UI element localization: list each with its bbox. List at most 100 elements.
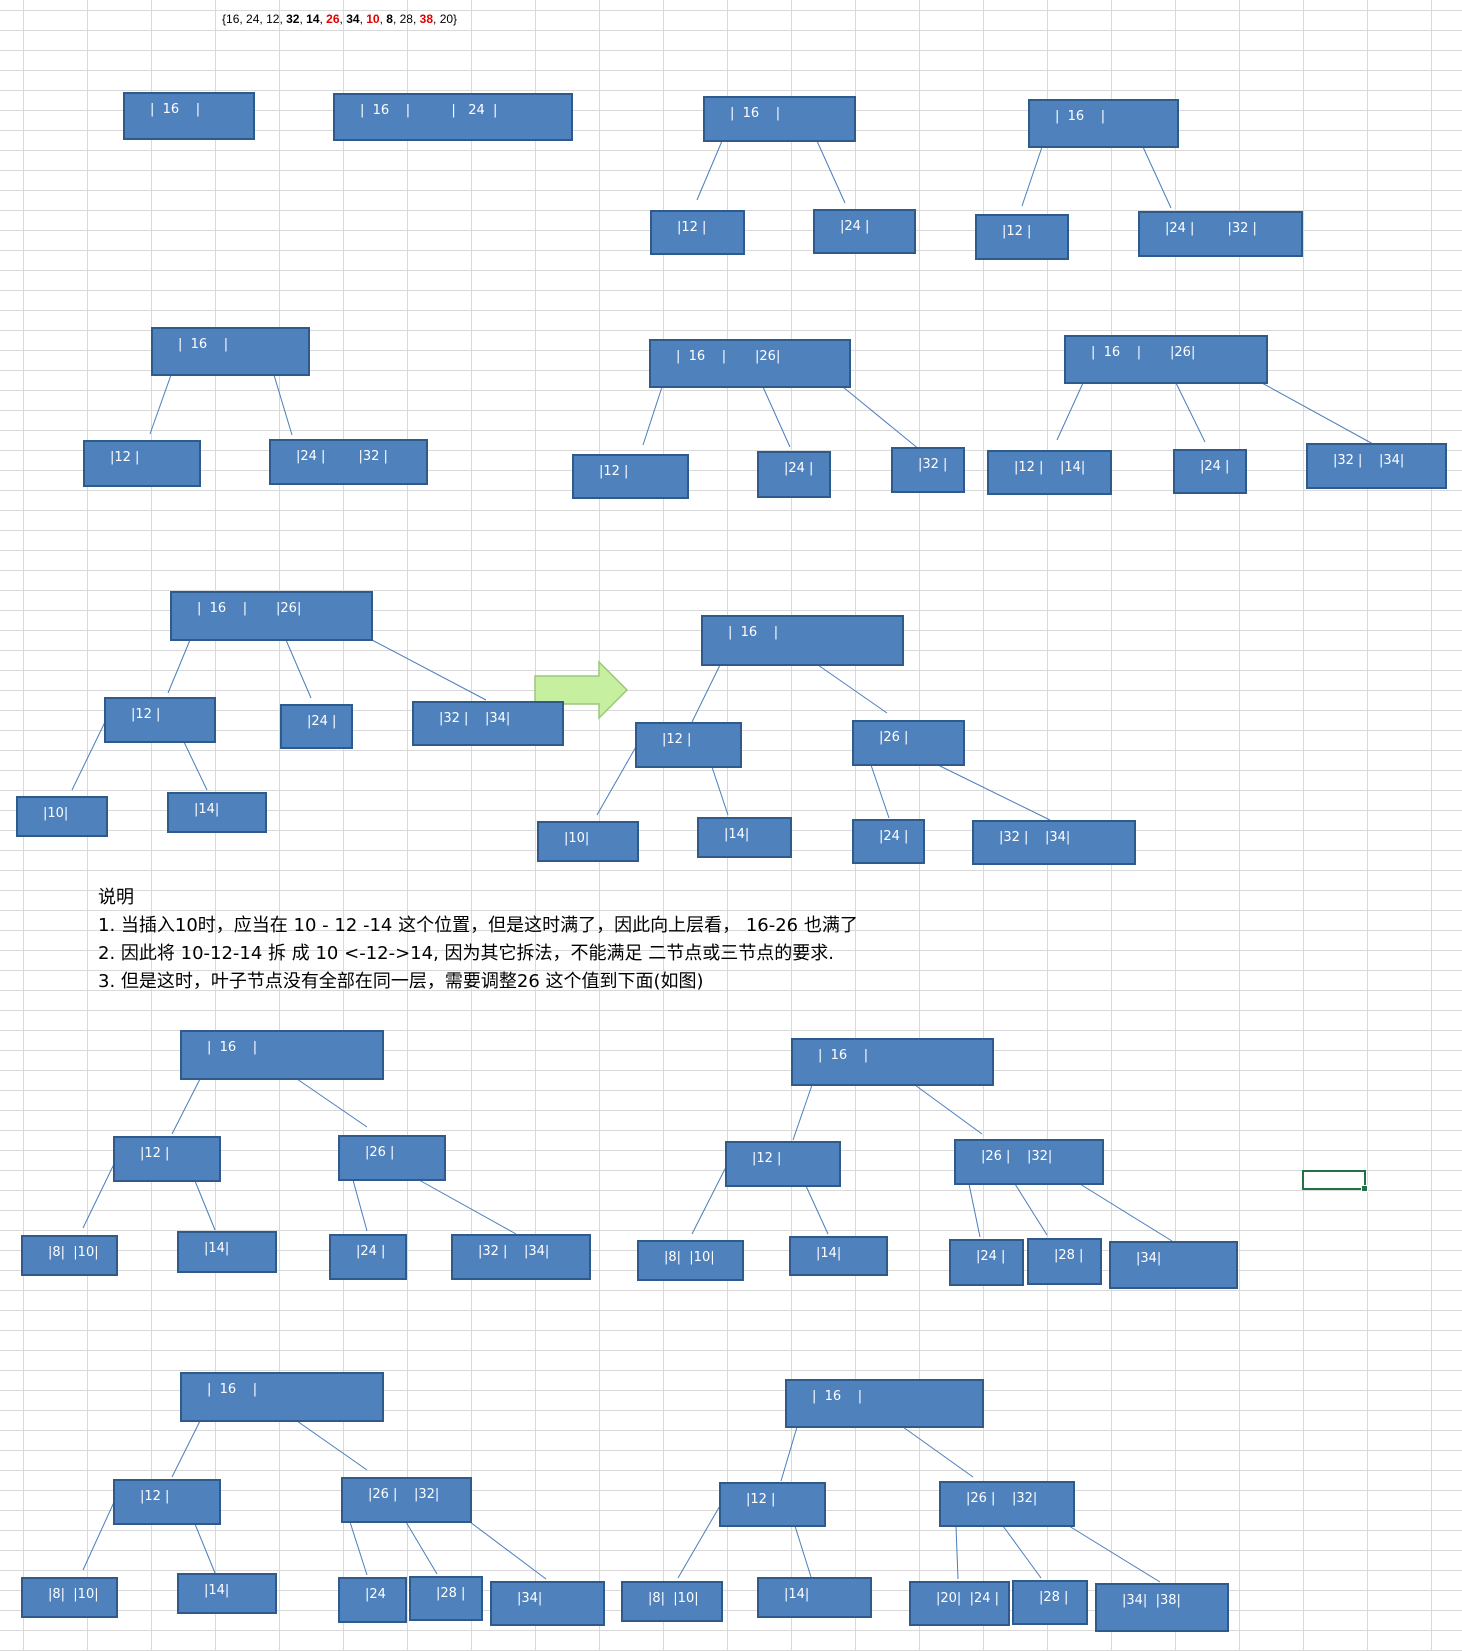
node-label: |12 | <box>752 1151 781 1166</box>
tree-node-s9_rr: |32 | |34| <box>972 820 1136 865</box>
node-box <box>21 1577 118 1618</box>
node-box <box>949 1239 1024 1286</box>
node-box <box>909 1581 1010 1626</box>
node-box <box>170 591 373 641</box>
tree-node-s6_c: |32 | <box>891 447 965 493</box>
edge-s7_root-s7_b <box>1175 382 1206 443</box>
node-box <box>637 1240 744 1281</box>
tree-node-s10_lr: |14| <box>177 1231 277 1273</box>
edge-s9_r-s9_rl <box>870 764 890 819</box>
node-box <box>1012 1580 1088 1625</box>
edge-s6_root-s6_c <box>842 386 921 451</box>
node-label: | 16 | <box>1055 109 1105 124</box>
node-label: |12 | <box>140 1146 169 1161</box>
node-label: |14| <box>724 827 749 842</box>
sequence-part: , <box>359 12 367 26</box>
tree-node-s9_lr: |14| <box>697 817 792 858</box>
tree-node-s8_a1: |10| <box>16 796 108 837</box>
node-box <box>719 1482 826 1527</box>
tree-node-s8_b: |24 | <box>280 704 353 749</box>
tree-node-s6_root: | 16 | |26| <box>649 339 851 388</box>
edge-s12_root-s12_l <box>171 1420 201 1478</box>
tree-node-s8_a: |12 | <box>104 697 216 743</box>
node-label: | 16 | <box>728 625 778 640</box>
edge-s5_root-s5_r <box>273 374 293 436</box>
node-box <box>180 1030 384 1080</box>
edge-s10_root-s10_r <box>296 1078 368 1128</box>
edge-s11_l-s11_ll <box>691 1164 728 1235</box>
tree-node-s12_r: |26 | |32| <box>341 1477 472 1523</box>
sequence-part: 24 <box>246 12 260 26</box>
node-label: |12 | <box>599 464 628 479</box>
node-label: |34| |38| <box>1122 1593 1181 1608</box>
node-box <box>1109 1241 1238 1289</box>
edge-s11_r-s11_rb <box>1014 1183 1048 1236</box>
sequence-part: , <box>259 12 267 26</box>
node-label: |26 | <box>365 1145 394 1160</box>
tree-node-s13_r: |26 | |32| <box>939 1481 1075 1527</box>
edge-s10_root-s10_l <box>171 1078 201 1135</box>
node-box <box>409 1576 483 1621</box>
node-label: |24 | <box>784 461 813 476</box>
node-box <box>891 447 965 493</box>
edge-s12_r-s12_rc <box>469 1521 547 1580</box>
tree-node-s11_l: |12 | <box>725 1141 841 1187</box>
node-label: | 16 | <box>207 1040 257 1055</box>
node-box <box>650 210 745 255</box>
tree-node-s4_l: |12 | <box>975 214 1069 260</box>
edge-s5_root-s5_l <box>149 374 172 435</box>
edge-s8_root-s8_b <box>285 639 312 699</box>
edge-s12_r-s12_ra <box>349 1521 368 1576</box>
tree-node-s12_root: | 16 | <box>180 1372 384 1422</box>
node-box <box>21 1235 118 1276</box>
node-box <box>451 1234 591 1280</box>
tree-node-s4_root: | 16 | <box>1028 99 1179 148</box>
edge-s3_root-s3_l <box>696 140 723 201</box>
tree-node-s3_l: |12 | <box>650 210 745 255</box>
node-box <box>1306 443 1447 489</box>
node-label: |24 | <box>1200 459 1229 474</box>
edge-s13_l-s13_lr <box>794 1525 812 1578</box>
node-box <box>813 209 916 254</box>
node-box <box>151 327 310 376</box>
node-box <box>1138 211 1303 257</box>
sequence-part: , <box>433 12 440 26</box>
sequence-part: 16 <box>226 12 240 26</box>
node-label: |14| <box>784 1587 809 1602</box>
node-box <box>649 339 851 388</box>
node-box <box>757 1577 872 1618</box>
node-box <box>83 440 201 487</box>
tree-node-s13_l: |12 | <box>719 1482 826 1527</box>
tree-node-s9_r: |26 | <box>852 720 965 766</box>
tree-node-s12_ll: |8| |10| <box>21 1577 118 1618</box>
node-label: |12 | <box>746 1492 775 1507</box>
tree-node-s5_l: |12 | <box>83 440 201 487</box>
node-label: |34| <box>1136 1251 1161 1266</box>
node-label: |24 | <box>840 219 869 234</box>
node-box <box>954 1139 1104 1185</box>
node-box <box>537 821 639 862</box>
tree-node-s11_lr: |14| <box>789 1236 888 1276</box>
tree-node-s12_l: |12 | <box>113 1479 221 1525</box>
node-label: |24 | <box>307 714 336 729</box>
tree-node-s10_r: |26 | <box>338 1135 446 1181</box>
node-box <box>280 704 353 749</box>
edge-s13_r-s13_ra <box>955 1525 959 1580</box>
node-box <box>621 1581 723 1622</box>
node-label: |8| |10| <box>664 1250 715 1265</box>
node-box <box>1027 1238 1102 1285</box>
tree-node-s11_root: | 16 | <box>791 1038 994 1086</box>
node-box <box>341 1477 472 1523</box>
edge-s9_l-s9_ll <box>596 744 638 816</box>
tree-node-s5_root: | 16 | <box>151 327 310 376</box>
tree-node-s8_c: |32 | |34| <box>412 701 564 746</box>
node-label: |24 <box>365 1587 386 1602</box>
tree-node-s9_l: |12 | <box>635 722 742 768</box>
selected-cell[interactable] <box>1302 1170 1368 1192</box>
tree-node-s13_ra: |20| |24 | <box>909 1581 1010 1626</box>
edge-s9_r-s9_rr <box>937 764 1051 821</box>
edge-s10_r-s10_rr <box>418 1179 517 1235</box>
node-box <box>113 1136 221 1182</box>
node-label: | 16 | |26| <box>197 601 301 616</box>
edge-s8_root-s8_a <box>167 639 191 694</box>
